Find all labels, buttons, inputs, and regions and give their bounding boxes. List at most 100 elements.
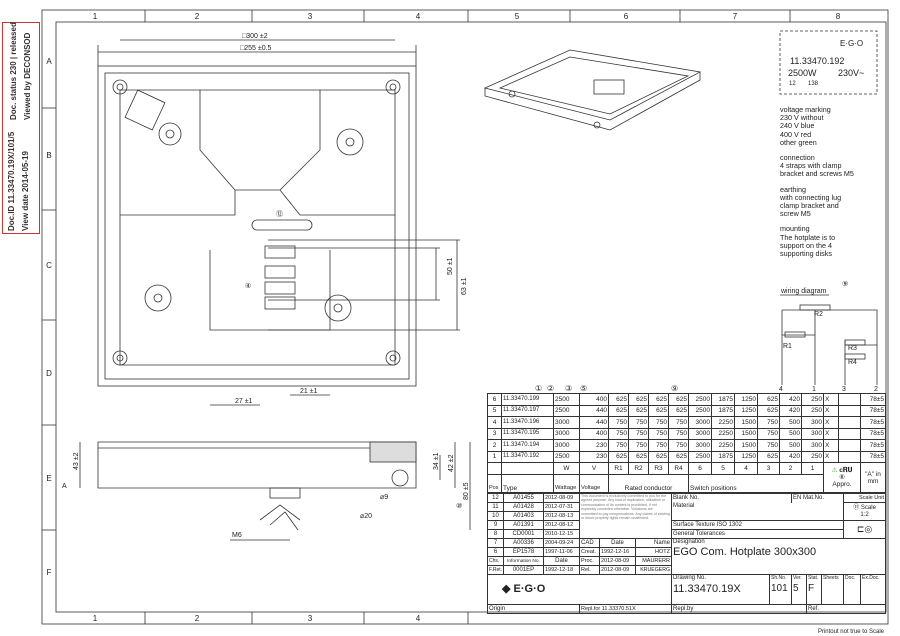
changes-rows-5-1: A00336 — [503, 538, 544, 548]
title-block-designation-label: Designation — [673, 539, 705, 545]
parts-rows-4-9: 2250 — [711, 439, 735, 452]
parts-rows-3-8: 3000 — [688, 427, 712, 440]
parts-rows-5-6: 625 — [648, 450, 669, 463]
parts-rows-5-12: 420 — [779, 450, 802, 463]
title-block-material: Material — [670, 502, 845, 521]
parts-rows-0-12: 420 — [779, 393, 802, 406]
changes-header-2: Date — [543, 556, 580, 566]
parts-rows-4-10: 1500 — [734, 439, 758, 452]
parts-units-2: R1 — [608, 462, 629, 475]
parts-rows-5-7: 625 — [668, 450, 689, 463]
parts-rows-2-14: X — [823, 416, 839, 429]
notes-earthing-2: clamp bracket and — [780, 201, 839, 211]
wiring-terminals-2: 3 — [842, 386, 846, 393]
parts-rows-0-4: 625 — [608, 393, 629, 406]
title-block-sh-no: 101 — [771, 583, 788, 594]
parts-rows-5-0: 1 — [487, 450, 502, 463]
changes-rows-3-0: 9 — [487, 520, 504, 530]
grid-columns-0: 1 — [93, 614, 98, 623]
title-block-en-mat-no: EN Mat.No. — [791, 493, 845, 503]
changes-fret-0: F.Ret. — [487, 565, 504, 575]
parts-rows-4-1: 11.33470.194 — [501, 439, 554, 452]
notes-mounting-3: supporting disks — [780, 249, 832, 259]
changes-rows-5-0: 7 — [487, 538, 504, 548]
parts-callouts-0: ① — [535, 384, 542, 393]
approvals-header-0: CAD — [579, 538, 600, 548]
approvals-rows-1-2: MAURERR — [635, 556, 672, 566]
dimensions-m6: M6 — [232, 532, 242, 539]
parts-rows-5-1: 11.33470.192 — [501, 450, 554, 463]
title-block-repl-for: Repl.for 11.33370.51X — [579, 604, 672, 614]
notes-voltage-4: other green — [780, 137, 817, 147]
wiring-callout: ⑨ — [842, 280, 848, 288]
parts-units-4: R3 — [648, 462, 669, 475]
parts-rows-4-13: 300 — [801, 439, 824, 452]
parts-rows-0-1: 11.33470.199 — [501, 393, 554, 406]
wiring-r4: R4 — [848, 359, 857, 366]
parts-rows-2-8: 3000 — [688, 416, 712, 429]
parts-headers-pos: Pos — [487, 473, 502, 494]
changes-rows-5-2: 2004-09-24 — [543, 538, 580, 548]
title-block-scale: Scale — [860, 504, 876, 511]
changes-rows-6-2: 1997-11-06 — [543, 547, 580, 557]
notes-earthing-1: with connecting lug — [780, 192, 842, 202]
title-block-logo: E·G·O — [513, 583, 546, 595]
parts-rows-5-8: 2500 — [688, 450, 712, 463]
changes-rows-4-0: 8 — [487, 529, 504, 539]
parts-rows-5-2: 2500 — [553, 450, 580, 463]
changes-rows-3-2: 2012-08-12 — [543, 520, 580, 530]
grid-columns-1: 2 — [195, 12, 200, 21]
title-block-blank-no: Blank No. — [670, 493, 793, 503]
approvals-rows-2-1: 2012-08-09 — [599, 565, 636, 575]
parts-rows-1-3: 440 — [579, 404, 609, 417]
parts-rows-2-1: 11.33470.196 — [501, 416, 554, 429]
parts-rows-1-4: 625 — [608, 404, 629, 417]
parts-rows-3-3: 400 — [579, 427, 609, 440]
label-voltage: 230V~ — [838, 68, 864, 78]
title-block-origin: Origin — [487, 604, 580, 614]
projection-symbol-icon: ⊏◎ — [843, 520, 887, 539]
parts-rows-0-7: 625 — [668, 393, 689, 406]
changes-rows-4-2: 2010-12-15 — [543, 529, 580, 539]
parts-rows-1-14: X — [823, 404, 839, 417]
changes-rows-1-0: 11 — [487, 502, 504, 512]
parts-rows-5-9: 1875 — [711, 450, 735, 463]
parts-rows-5-11: 625 — [757, 450, 780, 463]
dimensions-d80: 80 ±5 — [463, 482, 470, 500]
parts-rows-2-15 — [838, 416, 861, 429]
parts-rows-2-10: 1500 — [734, 416, 758, 429]
grid-columns-2: 3 — [308, 614, 313, 623]
parts-rows-3-1: 11.33470.195 — [501, 427, 554, 440]
parts-rows-2-13: 300 — [801, 416, 824, 429]
parts-rows-0-0: 6 — [487, 393, 502, 406]
parts-rows-4-11: 750 — [757, 439, 780, 452]
dimensions-d300: □300 ±2 — [242, 33, 268, 40]
hotplate-isometric-view — [483, 49, 702, 131]
parts-rows-4-14: X — [823, 439, 839, 452]
parts-rows-2-0: 4 — [487, 416, 502, 429]
parts-rows-5-13: 250 — [801, 450, 824, 463]
parts-rows-4-5: 750 — [628, 439, 649, 452]
notes-earthing-0: earthing — [780, 184, 806, 194]
approvals-rows-2-0: Rel. — [579, 565, 600, 575]
parts-rows-5-5: 625 — [628, 450, 649, 463]
grid-columns-0: 1 — [93, 12, 98, 21]
ego-logo: ◆ E·G·O — [487, 574, 672, 605]
title-block-callout: ⑪ — [853, 504, 860, 511]
wiring-terminals-3: 2 — [874, 386, 878, 393]
parts-rows-2-9: 2250 — [711, 416, 735, 429]
notes-mounting-0: mounting — [780, 224, 810, 234]
wiring-terminals-1: 1 — [812, 386, 816, 393]
parts-rows-3-9: 2250 — [711, 427, 735, 440]
parts-rows-5-15 — [838, 450, 861, 463]
parts-rows-0-3: 400 — [579, 393, 609, 406]
changes-fret-2: 1992-12-18 — [543, 565, 580, 575]
parts-rows-2-7: 750 — [668, 416, 689, 429]
footer-note: Printout not true to Scale — [818, 629, 885, 635]
